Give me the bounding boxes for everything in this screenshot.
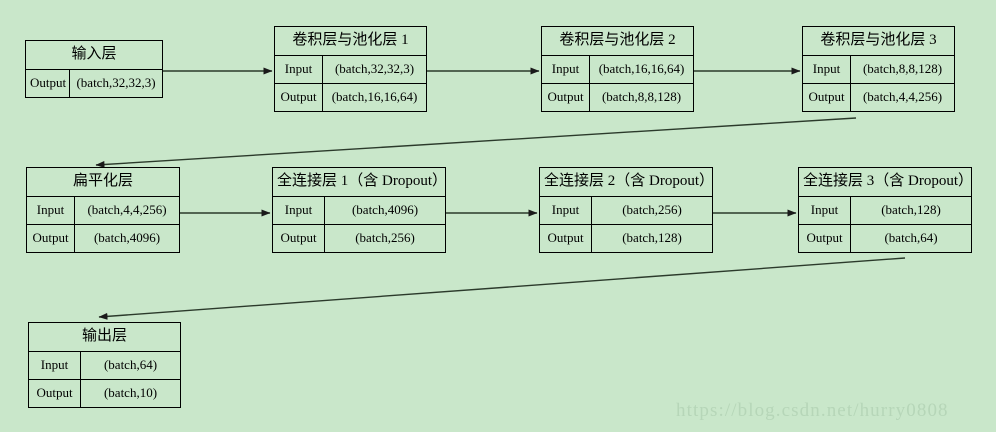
io-key: Output [29,380,81,407]
node-dense-1[interactable]: 全连接层 1（含 Dropout） Input (batch,4096) Out… [272,167,447,253]
io-value: (batch,128) [881,202,941,217]
io-row: Output (batch,4,4,256) [803,84,954,111]
io-row: Output (batch,64) [799,225,971,252]
io-value: (batch,8,8,128) [862,61,943,76]
io-value: (batch,4,4,256) [862,89,943,104]
watermark: https://blog.csdn.net/hurry0808 [676,400,949,421]
node-output-layer[interactable]: 输出层 Input (batch,64) Output (batch,10) [28,322,181,408]
node-conv-pool-1[interactable]: 卷积层与池化层 1 Input (batch,32,32,3) Output (… [274,26,427,112]
io-value: (batch,64) [103,357,158,372]
io-row: Output (batch,128) [540,225,712,252]
io-row: Output (batch,256) [273,225,445,252]
io-row: Input (batch,256) [540,197,712,225]
io-row: Input (batch,64) [29,352,180,380]
io-key: Input [27,197,75,224]
node-conv-pool-3[interactable]: 卷积层与池化层 3 Input (batch,8,8,128) Output (… [802,26,955,112]
io-value: (batch,128) [622,230,682,245]
io-value: (batch,16,16,64) [598,61,685,76]
io-key: Input [29,352,81,379]
io-value: (batch,4,4,256) [87,202,167,217]
io-key: Output [27,225,75,252]
node-title: 卷积层与池化层 2 [542,27,693,56]
io-value: (batch,64) [884,230,938,245]
node-conv-pool-2[interactable]: 卷积层与池化层 2 Input (batch,16,16,64) Output … [541,26,694,112]
io-value: (batch,10) [103,385,158,400]
io-value: (batch,32,32,3) [76,75,156,90]
io-row: Output (batch,10) [29,380,180,407]
io-value: (batch,16,16,64) [331,89,418,104]
io-key: Output [275,84,323,111]
io-row: Input (batch,16,16,64) [542,56,693,84]
node-title: 卷积层与池化层 1 [275,27,426,56]
node-title: 全连接层 2（含 Dropout） [540,168,714,197]
io-value: (batch,32,32,3) [334,61,415,76]
io-row: Input (batch,32,32,3) [275,56,426,84]
io-key: Output [26,70,70,97]
io-row: Input (batch,4096) [273,197,445,225]
io-value: (batch,4096) [93,230,161,245]
node-input-layer[interactable]: 输入层 Output (batch,32,32,3) [25,40,163,98]
io-row: Input (batch,4,4,256) [27,197,179,225]
connector-conv3-to-flatten [95,117,857,168]
node-dense-3[interactable]: 全连接层 3（含 Dropout） Input (batch,128) Outp… [798,167,973,253]
io-value: (batch,256) [355,230,415,245]
io-row: Output (batch,32,32,3) [26,70,162,97]
io-key: Input [275,56,323,83]
node-title: 全连接层 3（含 Dropout） [799,168,973,197]
io-row: Input (batch,8,8,128) [803,56,954,84]
io-value: (batch,256) [622,202,682,217]
io-key: Output [803,84,851,111]
io-row: Output (batch,4096) [27,225,179,252]
io-key: Input [273,197,325,224]
io-value: (batch,8,8,128) [601,89,682,104]
node-title: 卷积层与池化层 3 [803,27,954,56]
io-key: Output [273,225,325,252]
io-key: Input [803,56,851,83]
io-row: Input (batch,128) [799,197,971,225]
node-flatten-layer[interactable]: 扁平化层 Input (batch,4,4,256) Output (batch… [26,167,180,253]
io-key: Input [542,56,590,83]
io-row: Output (batch,16,16,64) [275,84,426,111]
node-title: 输出层 [29,323,180,352]
node-title: 输入层 [26,41,162,70]
io-key: Input [799,197,851,224]
io-key: Output [542,84,590,111]
node-title: 全连接层 1（含 Dropout） [273,168,447,197]
io-row: Output (batch,8,8,128) [542,84,693,111]
io-key: Input [540,197,592,224]
node-dense-2[interactable]: 全连接层 2（含 Dropout） Input (batch,256) Outp… [539,167,714,253]
connector-dense3-to-output [98,257,906,320]
io-value: (batch,4096) [351,202,419,217]
node-title: 扁平化层 [27,168,179,197]
io-key: Output [799,225,851,252]
io-key: Output [540,225,592,252]
